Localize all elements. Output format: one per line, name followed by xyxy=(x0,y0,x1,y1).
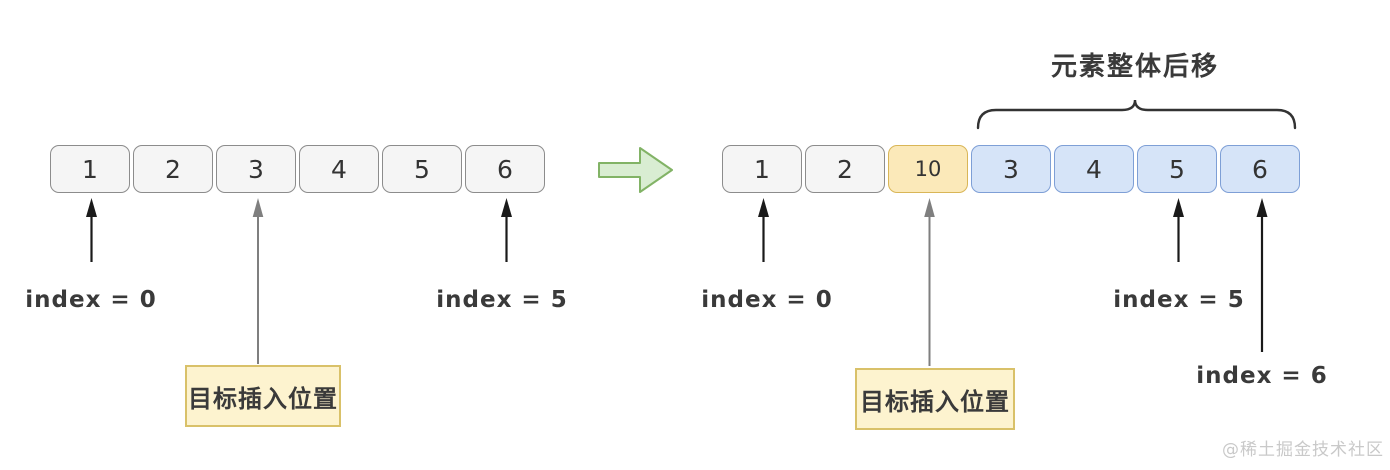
after-index0-arrow xyxy=(758,198,769,262)
before-cell-5: 6 xyxy=(465,145,545,193)
after-insert-note: 目标插入位置 xyxy=(855,368,1015,430)
shift-brace xyxy=(976,99,1297,130)
before-index5-arrow xyxy=(501,198,512,262)
after-cell-1: 2 xyxy=(805,145,885,193)
before-cell-1: 2 xyxy=(133,145,213,193)
after-index6-label: index = 6 xyxy=(1196,363,1328,389)
before-insert-arrow xyxy=(252,198,264,364)
after-cell-3: 3 xyxy=(971,145,1051,193)
array-after: 1 2 10 3 4 5 6 xyxy=(722,145,1300,193)
after-cell-inserted: 10 xyxy=(888,145,968,193)
before-cell-3: 4 xyxy=(299,145,379,193)
after-index0-label: index = 0 xyxy=(701,287,833,313)
before-index5-label: index = 5 xyxy=(436,287,568,313)
after-insert-arrow xyxy=(924,198,935,366)
array-before: 1 2 3 4 5 6 xyxy=(50,145,545,193)
before-cell-2: 3 xyxy=(216,145,296,193)
after-cell-6: 6 xyxy=(1220,145,1300,193)
shift-note-label: 元素整体后移 xyxy=(1050,52,1219,82)
before-insert-note: 目标插入位置 xyxy=(185,365,341,427)
transform-arrow xyxy=(598,147,673,193)
before-index0-label: index = 0 xyxy=(25,287,157,313)
after-index5-arrow xyxy=(1173,198,1184,262)
after-cell-4: 4 xyxy=(1054,145,1134,193)
after-cell-0: 1 xyxy=(722,145,802,193)
before-cell-0: 1 xyxy=(50,145,130,193)
before-index0-arrow xyxy=(86,198,97,262)
watermark: @稀土掘金技术社区 xyxy=(1222,440,1384,460)
after-index5-label: index = 5 xyxy=(1113,287,1245,313)
before-cell-4: 5 xyxy=(382,145,462,193)
after-index6-arrow xyxy=(1256,198,1268,352)
after-cell-5: 5 xyxy=(1137,145,1217,193)
